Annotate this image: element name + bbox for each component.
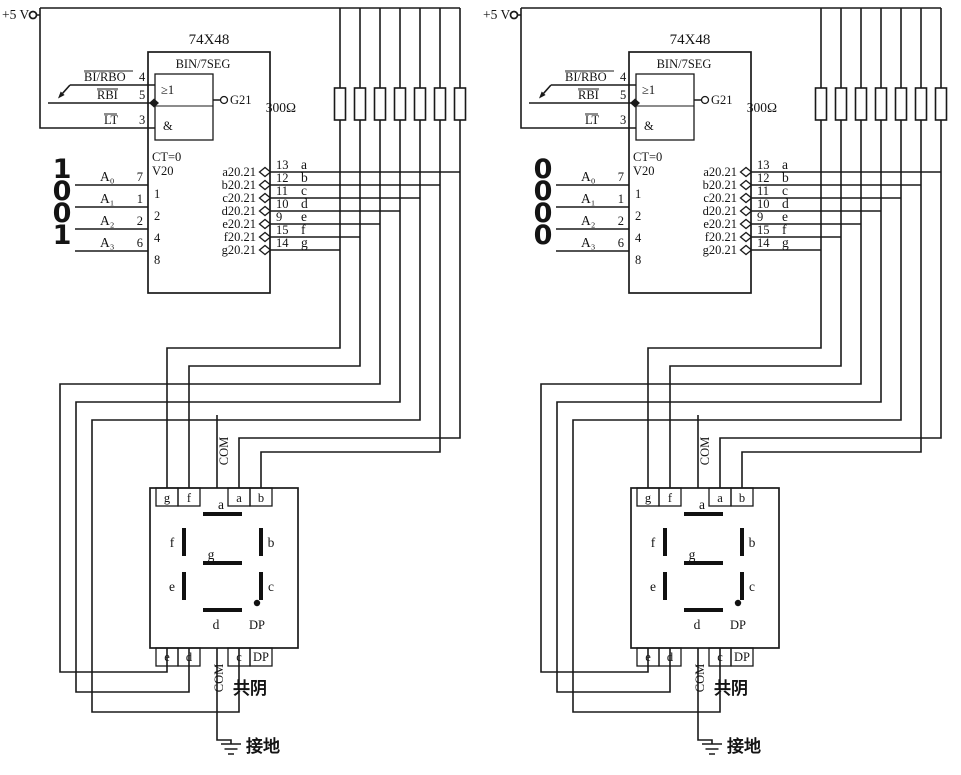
- circuit-left: [0, 5, 468, 759]
- input-values-right: 0 0 0 0: [534, 154, 553, 251]
- input-bit-a1: 0: [534, 176, 553, 207]
- input-bit-a2: 0: [53, 198, 72, 229]
- circuit-right: [481, 5, 949, 759]
- input-bit-a3: 1: [53, 220, 72, 251]
- input-values-left: 1 0 0 1: [53, 154, 72, 251]
- input-bit-a0: 1: [53, 154, 72, 185]
- input-bit-a0: 0: [534, 154, 553, 185]
- input-bit-a3: 0: [534, 220, 553, 251]
- input-bit-a1: 0: [53, 176, 72, 207]
- input-bit-a2: 0: [534, 198, 553, 229]
